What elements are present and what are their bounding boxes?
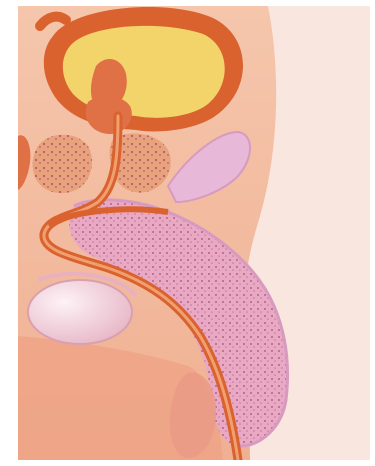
anatomy-illustration: [18, 6, 370, 460]
seminal-vesicle-left-speckle: [33, 135, 92, 193]
bladder-interior: [63, 26, 225, 118]
testis: [28, 280, 132, 344]
